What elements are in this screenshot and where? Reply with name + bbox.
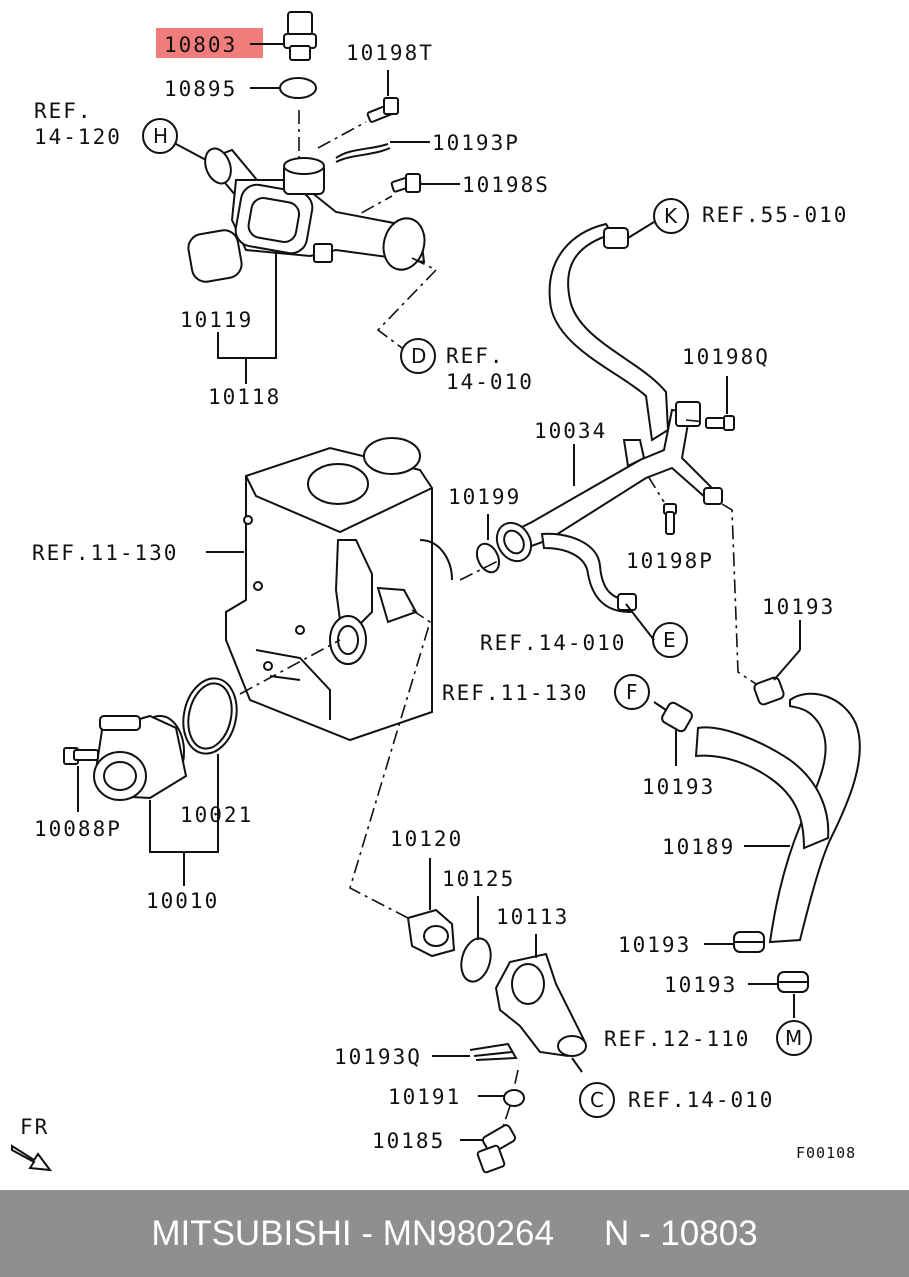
label-10120: 10120 bbox=[390, 827, 463, 851]
engine-block-part bbox=[225, 437, 453, 742]
bolt-10198S-part bbox=[390, 173, 422, 193]
label-ref-14-120-line1: REF. bbox=[34, 99, 93, 123]
circle-marker-F bbox=[614, 674, 650, 710]
gasket-10895-part bbox=[279, 77, 317, 99]
label-10010: 10010 bbox=[146, 889, 219, 913]
label-10895: 10895 bbox=[164, 77, 237, 101]
hose-K-part bbox=[548, 221, 670, 442]
label-10193P: 10193P bbox=[432, 131, 520, 155]
water-pump-part bbox=[93, 714, 188, 801]
label-10088P: 10088P bbox=[34, 817, 122, 841]
clip-10193Q-part bbox=[469, 1042, 518, 1061]
label-10021: 10021 bbox=[180, 803, 253, 827]
label-10189: 10189 bbox=[662, 835, 735, 859]
sensor-10803-part bbox=[283, 11, 317, 61]
circle-marker-C bbox=[579, 1082, 615, 1118]
sensor-10185-part bbox=[476, 1124, 517, 1174]
bolt-10088P-part bbox=[63, 747, 99, 765]
housing-10113-part bbox=[494, 952, 587, 1058]
circle-marker-H bbox=[142, 118, 178, 154]
label-ref-55-010: REF.55-010 bbox=[702, 203, 848, 227]
bolt-10198P-part bbox=[663, 503, 677, 535]
label-10803: 10803 bbox=[164, 33, 237, 57]
gasket-10193P-part bbox=[335, 143, 391, 163]
label-10193-a: 10193 bbox=[762, 595, 835, 619]
circle-marker-M bbox=[776, 1020, 812, 1056]
label-10193-b: 10193 bbox=[642, 775, 715, 799]
circle-letter-H: H bbox=[153, 124, 168, 148]
circle-letter-K: K bbox=[664, 204, 678, 228]
oring-10119-part bbox=[187, 229, 243, 283]
bolt-10198T-part bbox=[366, 97, 399, 123]
label-ref-14-010-c: REF.14-010 bbox=[628, 1088, 774, 1112]
label-ref-14-010-e: REF.14-010 bbox=[480, 631, 626, 655]
figure-code: F00108 bbox=[796, 1144, 856, 1162]
hose-10189-part bbox=[694, 692, 861, 944]
label-10199: 10199 bbox=[448, 485, 521, 509]
front-arrow-icon bbox=[11, 1144, 53, 1172]
label-10119: 10119 bbox=[180, 308, 253, 332]
parts-diagram: 10803 10198T 10895 REF. 14-120 H 10193P … bbox=[11, 11, 861, 1174]
label-ref-14-010-d-line1: REF. bbox=[446, 344, 505, 368]
circle-letter-M: M bbox=[785, 1026, 802, 1050]
clamp-10193-c-part bbox=[733, 931, 765, 953]
oring-10191-part bbox=[503, 1089, 525, 1107]
label-10198P: 10198P bbox=[626, 549, 714, 573]
thermostat-housing-part bbox=[204, 147, 426, 271]
label-ref-14-120-line2: 14-120 bbox=[34, 125, 122, 149]
label-10191: 10191 bbox=[388, 1085, 461, 1109]
label-10034: 10034 bbox=[534, 419, 607, 443]
label-10125: 10125 bbox=[442, 867, 515, 891]
oring-10199-part bbox=[475, 542, 501, 574]
label-10198S: 10198S bbox=[462, 173, 550, 197]
bolt-10198Q-part bbox=[705, 415, 735, 431]
gasket-10021-part bbox=[182, 677, 238, 755]
footer-bar: MITSUBISHI - MN980264 N - 10803 bbox=[0, 1190, 909, 1277]
label-10193-d: 10193 bbox=[664, 973, 737, 997]
circle-marker-D bbox=[400, 338, 436, 374]
clamp-10193-d-part bbox=[777, 971, 809, 993]
circle-letter-D: D bbox=[411, 344, 426, 368]
label-10193Q: 10193Q bbox=[334, 1045, 422, 1069]
label-10113: 10113 bbox=[496, 905, 569, 929]
label-10193-c: 10193 bbox=[618, 933, 691, 957]
label-10185: 10185 bbox=[372, 1129, 445, 1153]
highlight-box bbox=[156, 28, 263, 58]
label-fr: FR bbox=[20, 1115, 49, 1139]
label-ref-11-130-b: REF.11-130 bbox=[442, 681, 588, 705]
label-10198T: 10198T bbox=[346, 41, 434, 65]
pipe-10034-part bbox=[495, 401, 723, 614]
clamp-10193-b-part bbox=[661, 701, 693, 733]
clamp-10193-a-part bbox=[753, 676, 785, 706]
label-10198Q: 10198Q bbox=[682, 345, 770, 369]
label-10118: 10118 bbox=[208, 385, 281, 409]
circle-marker-K bbox=[653, 198, 689, 234]
circle-letter-F: F bbox=[626, 680, 638, 704]
circle-letter-C: C bbox=[590, 1088, 604, 1112]
footer-brand-part-number: MITSUBISHI - MN980264 bbox=[151, 1213, 554, 1253]
footer-reference-number: N - 10803 bbox=[603, 1213, 758, 1253]
label-ref-11-130-a: REF.11-130 bbox=[32, 541, 178, 565]
label-ref-12-110: REF.12-110 bbox=[604, 1027, 750, 1051]
label-ref-14-010-d-line2: 14-010 bbox=[446, 370, 534, 394]
oring-10125-part bbox=[460, 937, 492, 983]
circle-letter-E: E bbox=[663, 628, 676, 652]
thermostat-10120-part bbox=[406, 908, 456, 958]
